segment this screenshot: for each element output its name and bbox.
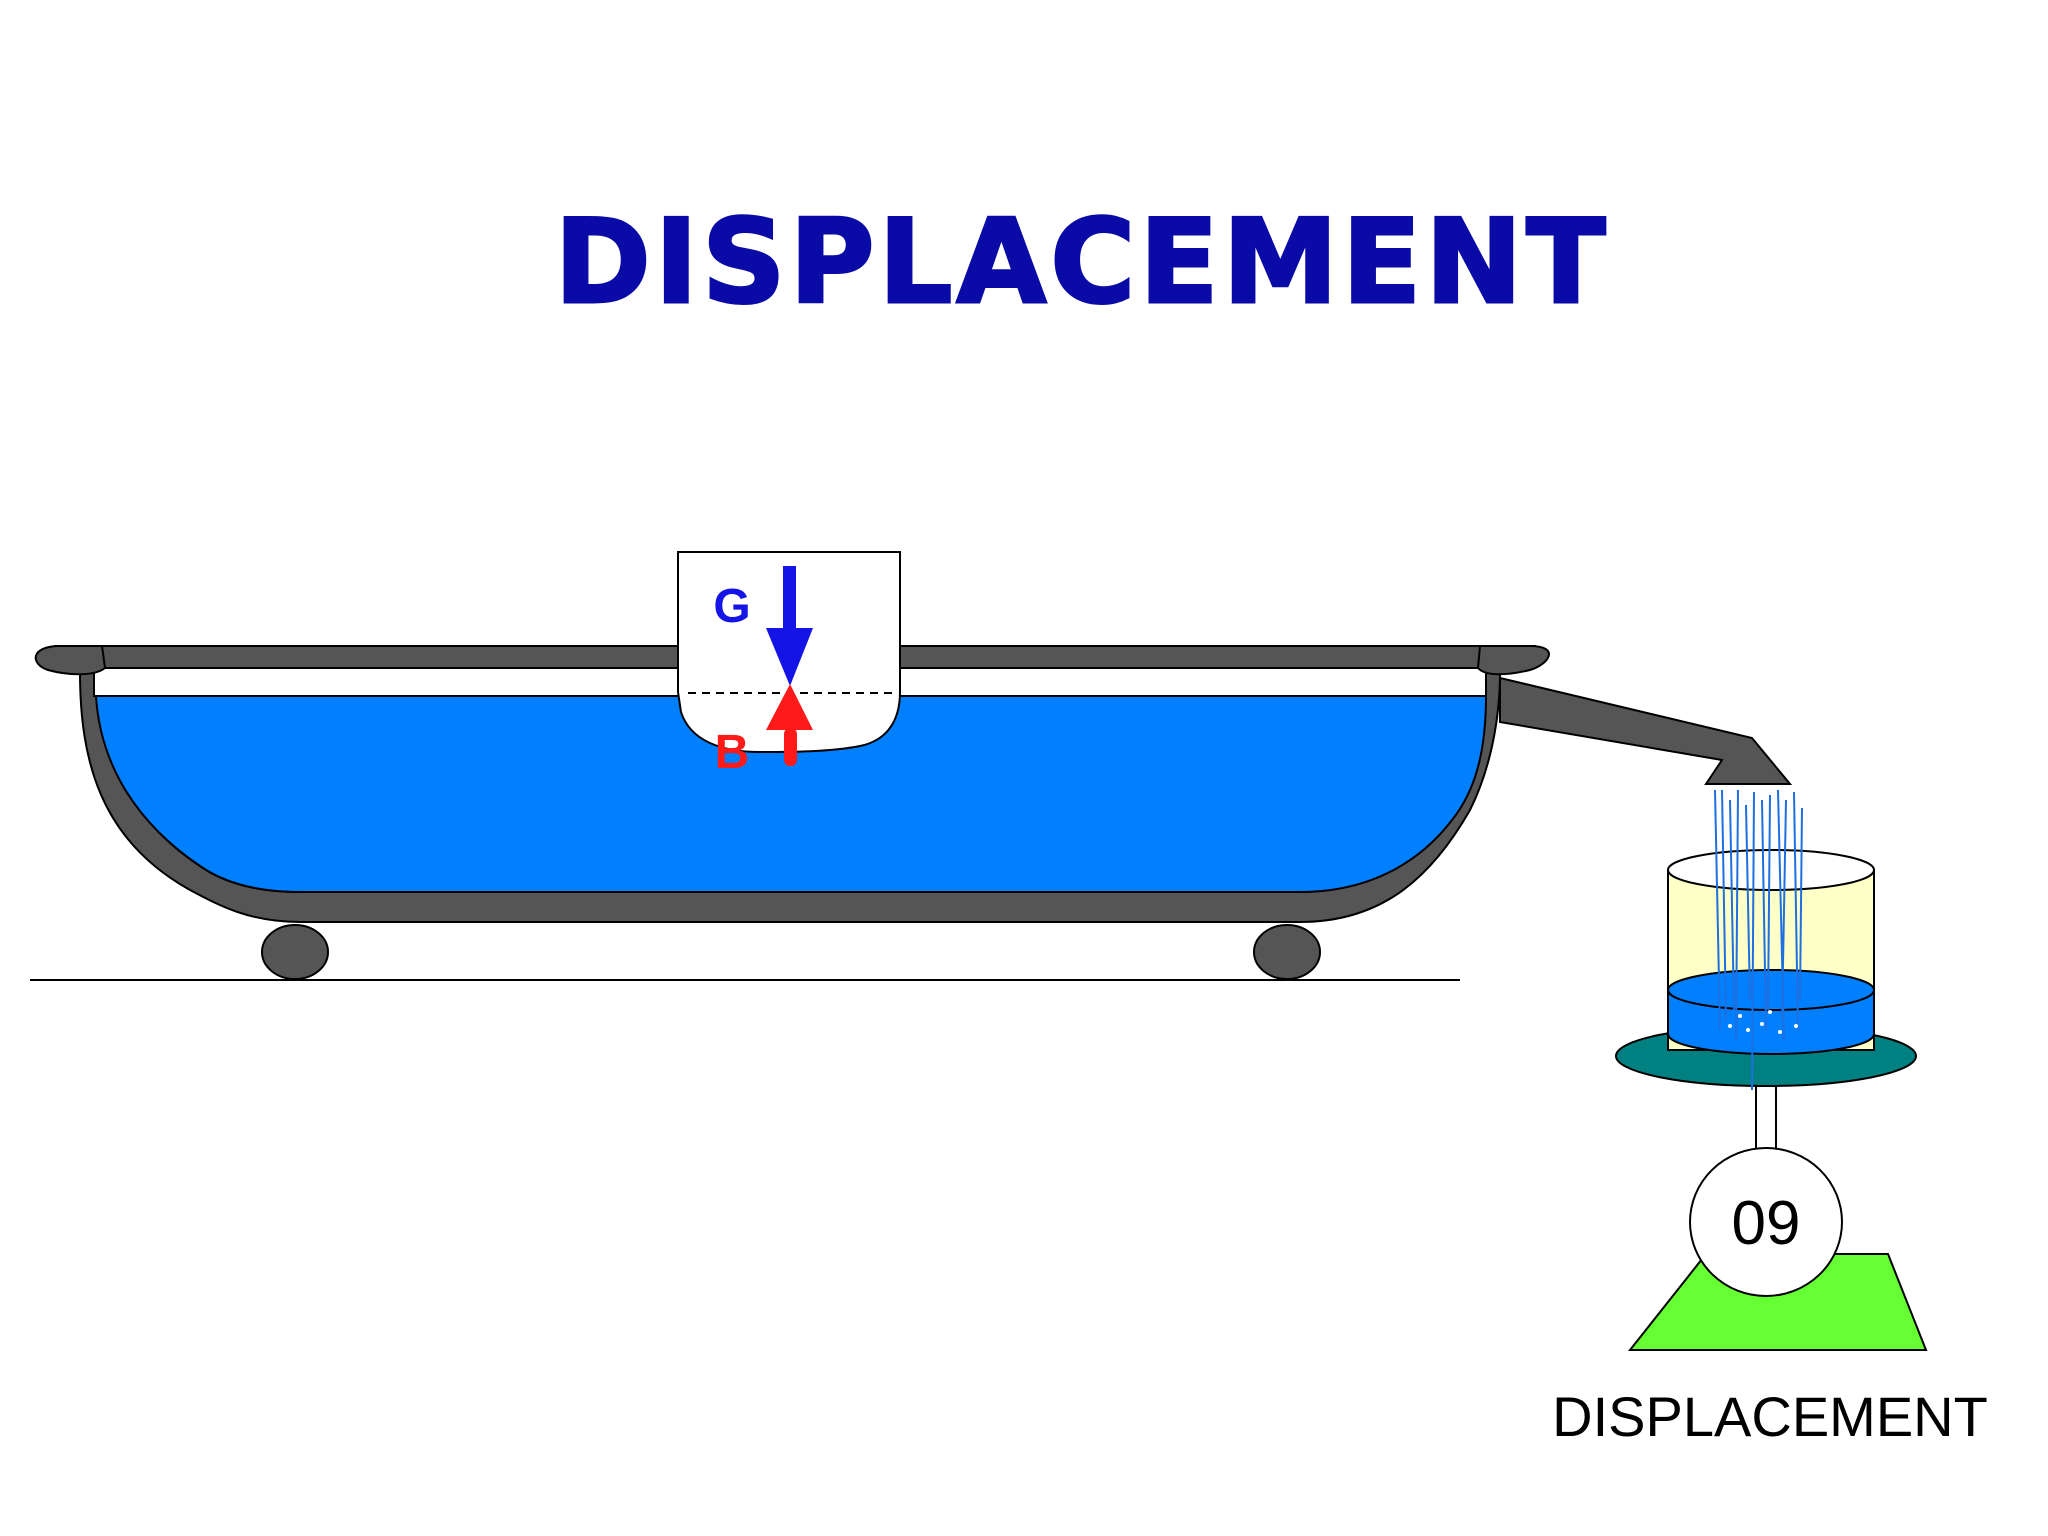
scale-dial <box>1689 1147 1843 1297</box>
overflow-spout <box>1499 676 1793 785</box>
buoyancy-label: B <box>715 726 750 779</box>
container-rim <box>1667 849 1875 891</box>
gravity-arrow-shaft <box>783 566 796 630</box>
tub-wheel-right <box>1253 924 1321 980</box>
gravity-arrow-head <box>766 628 813 686</box>
scale-stem <box>1755 1085 1777 1155</box>
buoyancy-arrow-head <box>766 684 813 730</box>
rim-curl-left <box>34 645 107 676</box>
tub-wheel-left <box>261 924 329 980</box>
gravity-label: G <box>713 580 750 633</box>
scale-reading: 09 <box>1732 1189 1801 1258</box>
water-stream <box>1714 789 1803 1091</box>
rim-curl-right <box>1476 645 1550 676</box>
container-water-surface <box>1667 969 1875 1011</box>
page-title: DISPLACEMENT <box>555 195 1610 330</box>
tub-water <box>94 695 1488 893</box>
buoyancy-arrow-shaft <box>784 728 797 766</box>
scale-caption: DISPLACEMENT <box>1552 1385 1988 1448</box>
splash-droplets <box>1728 1010 1798 1034</box>
